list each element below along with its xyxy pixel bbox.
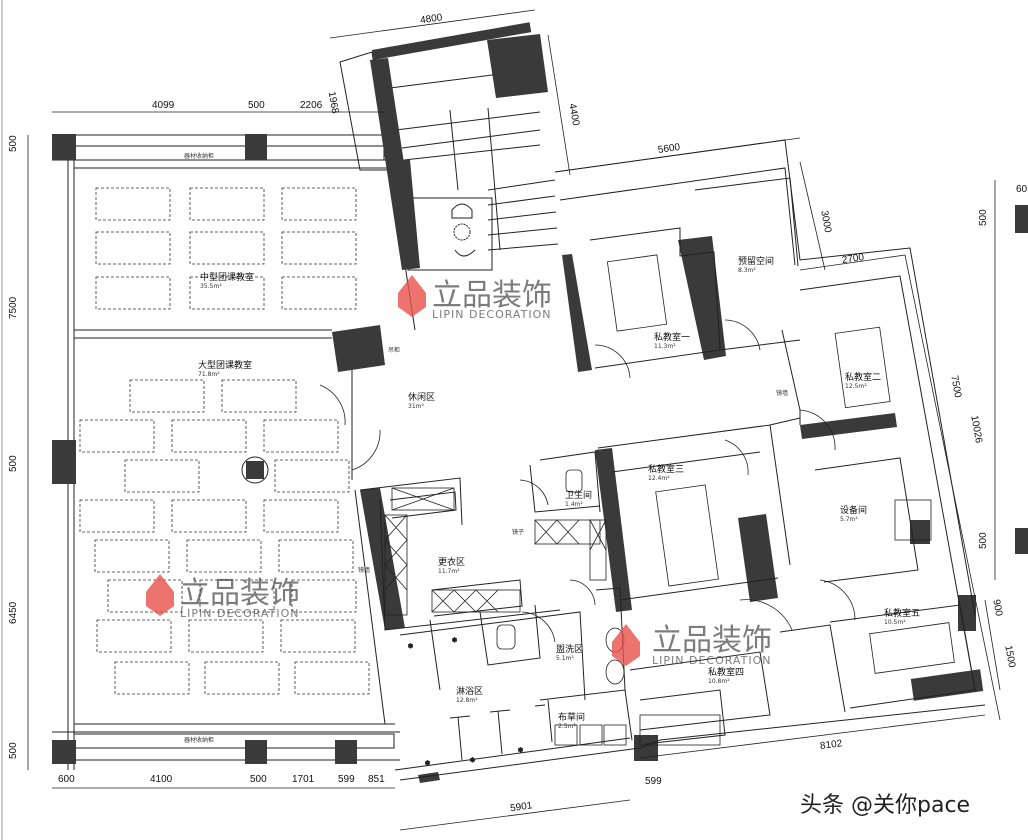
dim-7500-right: 7500	[948, 375, 963, 399]
dim-599-bottom: 599	[645, 776, 662, 787]
room-linen-area: 2.5m²	[558, 723, 576, 730]
watermark-en: LIPIN DECORATION	[180, 607, 299, 620]
room-linen-name: 布草间	[558, 711, 585, 723]
dim-600: 600	[58, 774, 75, 785]
central-walls	[359, 139, 986, 781]
note-rack-bottom: 器材收纳柜	[184, 736, 214, 744]
room-private5-name: 私教室五	[884, 607, 920, 619]
dim-far-right-500-bot: 500	[978, 532, 989, 549]
note-rack-top: 器材收纳柜	[184, 152, 214, 160]
structural-columns	[52, 134, 1028, 764]
large-classroom-mats	[79, 379, 370, 695]
note-mirror-locker: 镜子	[512, 528, 524, 536]
dim-599: 599	[338, 774, 355, 785]
dim-left-500-bot: 500	[8, 742, 19, 759]
watermark-cn: 立品装饰	[180, 576, 300, 611]
room-toilet-area: 1.4m²	[565, 501, 583, 508]
note-mirror-lounge: 吊柜	[388, 346, 400, 354]
plant-icon-3: ✻	[425, 760, 430, 767]
logo-icon	[612, 624, 640, 666]
watermark-en: LIPIN DECORATION	[432, 308, 551, 321]
dim-left-500-top: 500	[8, 135, 19, 152]
room-private5-area: 10.5m²	[884, 619, 906, 626]
door-swings	[319, 319, 856, 643]
dim-far-right-500-top: 500	[978, 209, 989, 226]
dim-4100: 4100	[150, 774, 173, 785]
room-reserve-name: 预留空间	[738, 255, 774, 267]
locker-cabinets	[384, 487, 721, 746]
dim-2206: 2206	[300, 100, 323, 111]
dim-left-6450: 6450	[8, 601, 19, 624]
dim-900: 900	[990, 599, 1004, 618]
room-lounge-area: 31m²	[408, 403, 424, 410]
dim-4099: 4099	[152, 100, 175, 111]
dim-4400: 4400	[566, 103, 581, 127]
watermark-en: LIPIN DECORATION	[652, 654, 771, 667]
dim-500-bot: 500	[250, 774, 267, 785]
plant-icon-5: ✻	[518, 747, 523, 754]
dim-10026: 10026	[968, 415, 984, 445]
room-wash-area: 5.1m²	[556, 655, 574, 662]
room-shower-name: 淋浴区	[456, 685, 483, 697]
watermark-cn: 立品装饰	[432, 278, 552, 313]
dim-500-top: 500	[248, 100, 265, 111]
room-private3-name: 私教室三	[648, 463, 684, 475]
source-credit: 头条 @关你pace	[800, 793, 970, 818]
watermark-2: 立品装饰 LIPIN DECORATION	[146, 574, 300, 620]
dim-left-500-mid: 500	[8, 455, 19, 472]
room-private1-area: 11.3m²	[654, 343, 676, 350]
room-locker-name: 更衣区	[438, 556, 465, 568]
room-private3-area: 12.4m²	[648, 475, 670, 482]
plant-icon-1: ✻	[408, 643, 413, 650]
room-medium-group-area: 35.5m²	[200, 283, 222, 290]
room-equipment-name: 设备间	[840, 504, 867, 516]
dim-851: 851	[368, 774, 385, 785]
logo-icon	[146, 574, 174, 616]
left-wing	[52, 134, 416, 770]
dark-walls	[332, 34, 930, 783]
dim-far-right-60: 60	[1016, 184, 1028, 195]
room-large-group-name: 大型团课教室	[198, 359, 252, 371]
dim-8102: 8102	[819, 738, 843, 752]
room-labels: 中型团课教室 35.5m² 大型团课教室 71.8m² 休闲区 31m² 私教室…	[184, 152, 920, 744]
room-private4-name: 私教室四	[708, 666, 744, 678]
watermark-1: 立品装饰 LIPIN DECORATION	[398, 275, 552, 321]
room-wash-name: 盥洗区	[556, 643, 583, 655]
dim-left-7500: 7500	[8, 296, 19, 319]
dimension-lines	[27, 9, 1001, 831]
room-private1-name: 私教室一	[654, 331, 690, 343]
room-locker-area: 11.7m²	[438, 568, 460, 575]
plant-icon-4: ✻	[470, 757, 475, 764]
room-reserve-area: 8.3m²	[738, 267, 756, 274]
medium-classroom-mats	[95, 187, 357, 310]
dimension-texts: 4800 4099 500 2206 1968 4400 5600 3000 2…	[8, 12, 1028, 814]
stair-core	[339, 22, 559, 271]
room-private4-area: 10.8m²	[708, 678, 730, 685]
dim-1701: 1701	[292, 774, 315, 785]
dim-1968: 1968	[326, 91, 341, 115]
room-medium-group-name: 中型团课教室	[200, 271, 254, 283]
room-toilet-name: 卫生间	[565, 489, 592, 501]
room-private2-name: 私教室二	[845, 371, 881, 383]
note-mirror-large: 镜墙	[358, 566, 370, 574]
dim-4800: 4800	[420, 12, 444, 26]
watermark-3: 立品装饰 LIPIN DECORATION	[612, 623, 772, 667]
room-equipment-area: 5.7m²	[840, 516, 858, 523]
dim-3000: 3000	[818, 210, 833, 234]
shower-fixtures: ✻ ✻ ✻ ✻ ✻	[408, 637, 546, 768]
room-shower-area: 12.8m²	[456, 697, 478, 704]
logo-icon	[398, 275, 426, 317]
dim-5901: 5901	[510, 800, 534, 814]
plant-icon-2: ✻	[452, 637, 457, 644]
dim-1500: 1500	[1002, 645, 1017, 669]
room-large-group-area: 71.8m²	[198, 371, 220, 378]
note-mirror-right: 镜墙	[776, 389, 788, 397]
room-lounge-name: 休闲区	[408, 391, 435, 403]
dim-2700: 2700	[841, 252, 865, 266]
furniture	[496, 254, 955, 685]
room-private2-area: 12.5m²	[845, 383, 867, 390]
watermark-cn: 立品装饰	[652, 623, 772, 658]
dim-5600: 5600	[657, 142, 681, 156]
